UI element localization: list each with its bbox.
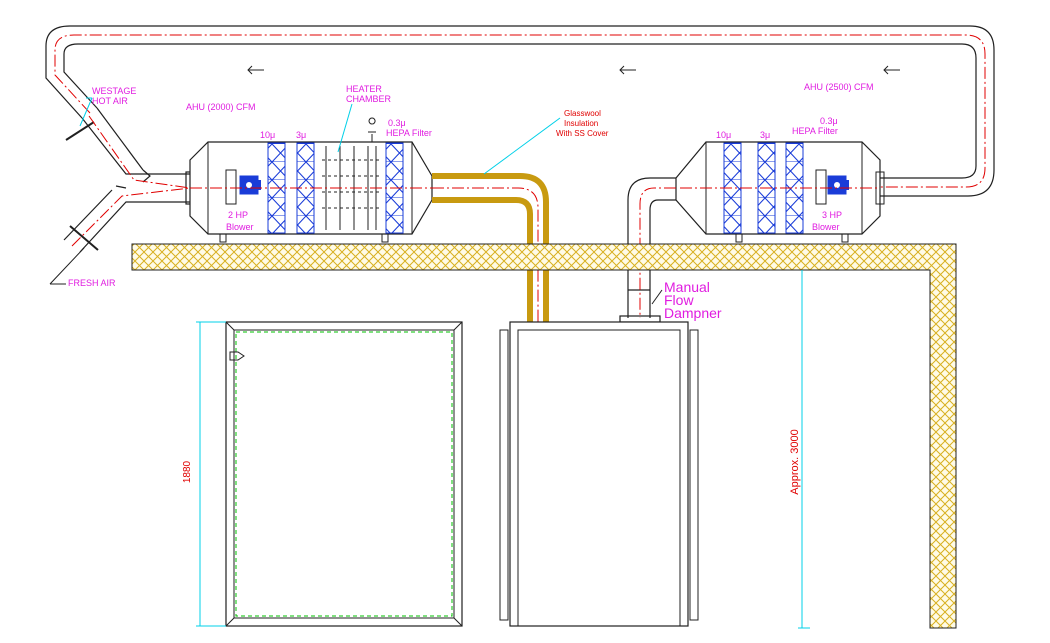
label-left-hepa: HEPA Filter (386, 128, 432, 138)
flow-arrows (247, 65, 900, 75)
label-blower-left-1: 2 HP (228, 210, 248, 220)
label-left-10: 10μ (260, 130, 275, 140)
right-room (499, 321, 699, 627)
label-glasswool-3: With SS Cover (556, 129, 609, 138)
label-ahu-right: AHU (2500) CFM (804, 82, 874, 92)
label-blower-left-2: Blower (226, 222, 254, 232)
blower-right-icon (815, 169, 849, 205)
dimension-1880 (196, 321, 226, 627)
left-room (225, 321, 463, 627)
label-left-03: 0.3μ (388, 118, 406, 128)
blower-left-icon (225, 169, 261, 205)
label-heater-1: HEATER (346, 84, 382, 94)
label-dim-1880: 1880 (182, 460, 193, 483)
label-dim-3000: Approx. 3000 (789, 429, 801, 494)
label-damper-3: Dampner (664, 305, 722, 321)
label-right-03: 0.3μ (820, 116, 838, 126)
insulated-supply-duct (432, 173, 549, 326)
label-westage-1: WESTAGE (92, 86, 136, 96)
left-ahu-unit (189, 117, 433, 243)
label-right-3: 3μ (760, 130, 770, 140)
label-damper-2: Flow (664, 292, 694, 308)
return-duct (45, 25, 995, 197)
label-right-10: 10μ (716, 130, 731, 140)
dimension-3000 (798, 270, 810, 629)
label-damper-1: Manual (664, 279, 710, 295)
label-fresh-air: FRESH AIR (68, 278, 116, 288)
label-westage-2: HOT AIR (92, 96, 128, 106)
label-left-3: 3μ (296, 130, 306, 140)
label-blower-right-1: 3 HP (822, 210, 842, 220)
y-branch-duct (63, 107, 195, 253)
label-ahu-left: AHU (2000) CFM (186, 102, 256, 112)
label-heater-2: CHAMBER (346, 94, 392, 104)
label-right-hepa: HEPA Filter (792, 126, 838, 136)
label-blower-right-2: Blower (812, 222, 840, 232)
label-glasswool-1: Glasswool (564, 109, 601, 118)
ceiling-slab (131, 243, 957, 629)
label-glasswool-2: Insulation (564, 119, 598, 128)
right-ahu-unit (675, 141, 885, 243)
